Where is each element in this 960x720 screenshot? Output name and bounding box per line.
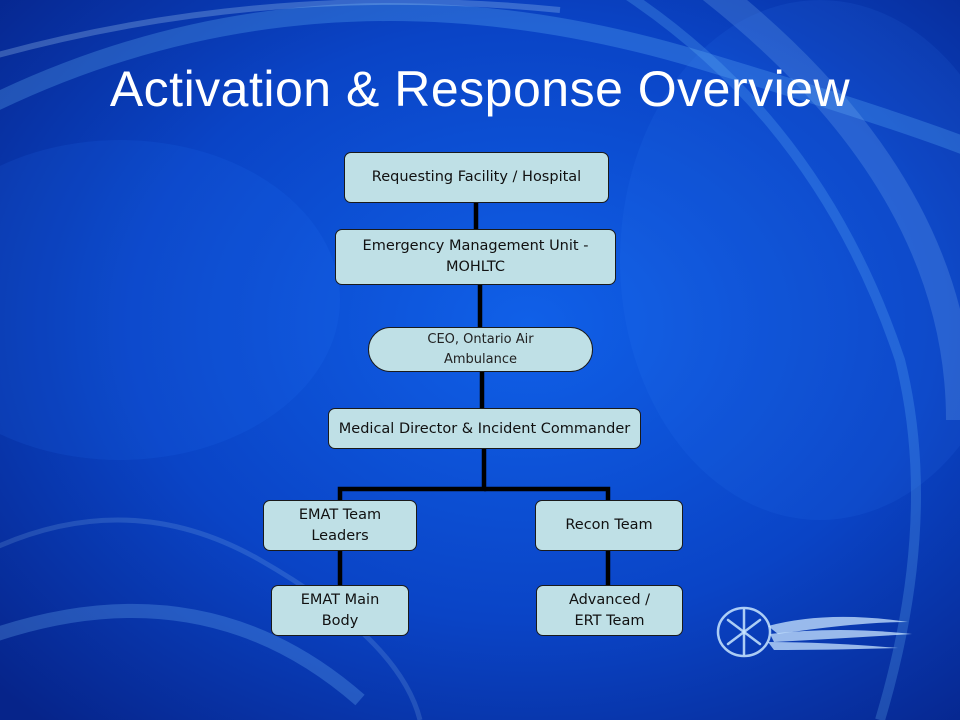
node-emat-team-leaders: EMAT Team Leaders bbox=[263, 500, 417, 551]
node-medical-director: Medical Director & Incident Commander bbox=[328, 408, 641, 449]
node-advanced-ert-team: Advanced / ERT Team bbox=[536, 585, 683, 636]
node-emat-main-body: EMAT Main Body bbox=[271, 585, 409, 636]
connector-medical-children bbox=[337, 448, 487, 500]
node-emergency-management-unit: Emergency Management Unit - MOHLTC bbox=[335, 229, 616, 285]
ornge-logo-icon bbox=[716, 606, 912, 658]
slide-title: Activation & Response Overview bbox=[109, 61, 851, 117]
connector-medical-recon bbox=[484, 486, 611, 500]
node-recon-team: Recon Team bbox=[535, 500, 683, 551]
node-ceo-ontario-air-ambulance: CEO, Ontario Air Ambulance bbox=[368, 327, 593, 372]
node-requesting-facility: Requesting Facility / Hospital bbox=[344, 152, 609, 203]
